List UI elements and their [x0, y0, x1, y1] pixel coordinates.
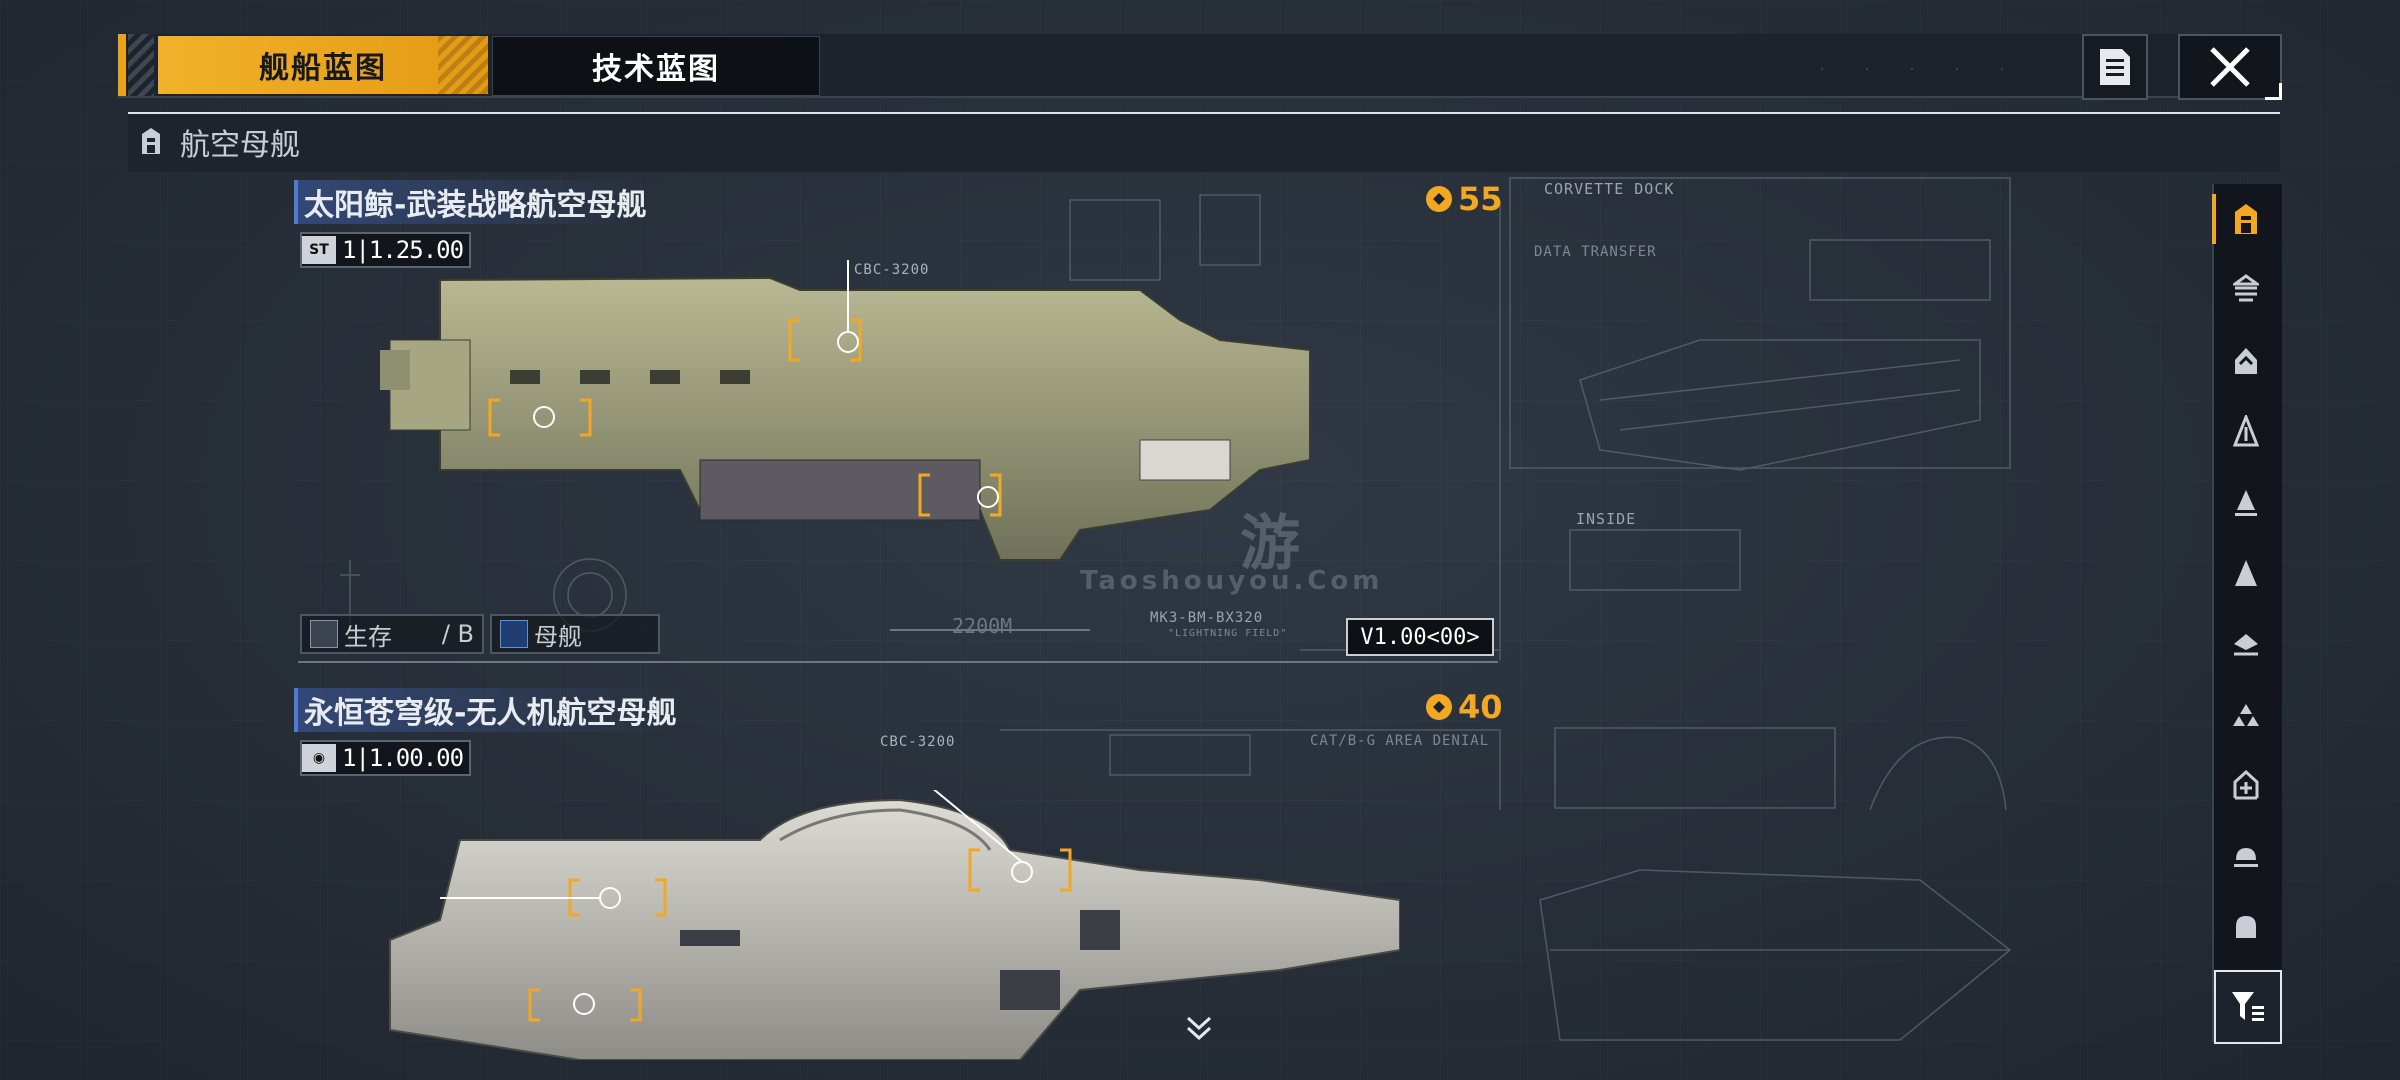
- nav-item-destroyer[interactable]: [2214, 398, 2278, 464]
- tab-tech-blueprint[interactable]: 技术蓝图: [492, 36, 820, 96]
- nav-item-support[interactable]: [2214, 752, 2278, 818]
- battlecruiser-icon: [2235, 348, 2257, 374]
- utility-icon: [2236, 916, 2256, 938]
- status-type-text: 母舰: [534, 622, 582, 651]
- aircraft-icon: [2233, 704, 2259, 726]
- callout-label: CBC-3200: [854, 262, 930, 278]
- nav-item-cruiser[interactable]: [2214, 256, 2278, 322]
- document-button[interactable]: [2082, 34, 2148, 100]
- inside-label: INSIDE: [1576, 510, 1637, 528]
- tab-ship-blueprint[interactable]: 舰船蓝图: [158, 36, 488, 94]
- support-icon: [2233, 770, 2259, 800]
- data-transfer-label: DATA TRANSFER: [1534, 244, 1657, 260]
- ship-cost: 55: [1426, 180, 1503, 218]
- faction-icon: ST: [302, 236, 336, 264]
- destroyer-icon: [2233, 415, 2259, 447]
- ship-image-eternal-sky: [389, 790, 1400, 1060]
- nav-item-frigate[interactable]: [2214, 470, 2278, 536]
- document-icon: [2100, 49, 2130, 85]
- nav-item-corvette[interactable]: [2214, 540, 2278, 606]
- status-type: 母舰: [490, 614, 660, 654]
- top-accent: [118, 34, 126, 96]
- ship-status: 生存 / B 母舰: [300, 614, 660, 654]
- ship-tag-value: 1|1.00.00: [342, 744, 464, 772]
- nav-item-aircraft[interactable]: [2214, 682, 2278, 748]
- survival-icon: [310, 620, 338, 648]
- mothership-icon: [500, 620, 528, 648]
- mark-label: MK3-BM-BX320: [1150, 610, 1264, 626]
- ship-name: 永恒苍穹级-无人机航空母舰: [293, 688, 683, 732]
- ship-tag-value: 1|1.25.00: [342, 236, 464, 264]
- watermark-logo: 游: [1240, 509, 1304, 579]
- callout-label: CBC-3200: [880, 734, 956, 750]
- mark-sub: "LIGHTNING FIELD": [1168, 628, 1288, 639]
- faction-icon: ◉: [302, 744, 336, 772]
- ship-name: 太阳鲸-武装战略航空母舰: [293, 180, 653, 224]
- status-slot: / B: [441, 620, 474, 648]
- fighter-icon: [2234, 634, 2258, 656]
- nav-item-utility[interactable]: [2214, 894, 2278, 960]
- cost-value: 40: [1458, 688, 1503, 726]
- ship-cost: 40: [1426, 688, 1503, 726]
- category-title: 航空母舰: [180, 128, 300, 163]
- area-denial-label: CAT/B-G AREA DENIAL: [1310, 733, 1490, 749]
- status-survival: 生存 / B: [300, 614, 484, 654]
- auxiliary-icon: [2234, 848, 2258, 867]
- ship-type-nav: [2212, 184, 2282, 1042]
- cost-icon: [1426, 694, 1452, 720]
- frigate-icon: [2235, 490, 2257, 516]
- nav-item-carrier[interactable]: [2212, 186, 2278, 252]
- close-icon: [2210, 47, 2250, 87]
- carrier-icon: [2235, 204, 2257, 234]
- scale-label: 2200M: [952, 614, 1013, 638]
- chevron-down-icon[interactable]: [1184, 1012, 1214, 1042]
- decor-dots: · · · · ·: [1820, 62, 2023, 78]
- cruiser-icon: [2233, 274, 2259, 302]
- filter-button[interactable]: [2214, 970, 2282, 1044]
- cost-icon: [1426, 186, 1452, 212]
- nav-item-fighter[interactable]: [2214, 612, 2278, 678]
- ship-tag: ◉ 1|1.00.00: [300, 740, 472, 776]
- top-stripes: [128, 34, 154, 96]
- corvette-dock-label: CORVETTE DOCK: [1544, 180, 1675, 198]
- filter-icon: [2232, 992, 2264, 1021]
- category-bar: [128, 112, 2280, 172]
- nav-item-battlecruiser[interactable]: [2214, 328, 2278, 394]
- status-survival-text: 生存: [344, 622, 392, 651]
- carrier-icon: [142, 128, 160, 154]
- close-button[interactable]: [2178, 34, 2282, 100]
- watermark-text: Taoshouyou.Com: [1080, 566, 1384, 596]
- ship-image-sun-whale: [380, 260, 1311, 561]
- ship-tag: ST 1|1.25.00: [300, 232, 472, 268]
- version-badge: V1.00<00>: [1346, 618, 1494, 656]
- corvette-icon: [2235, 560, 2257, 586]
- cost-value: 55: [1458, 180, 1503, 218]
- nav-item-auxiliary[interactable]: [2214, 824, 2278, 890]
